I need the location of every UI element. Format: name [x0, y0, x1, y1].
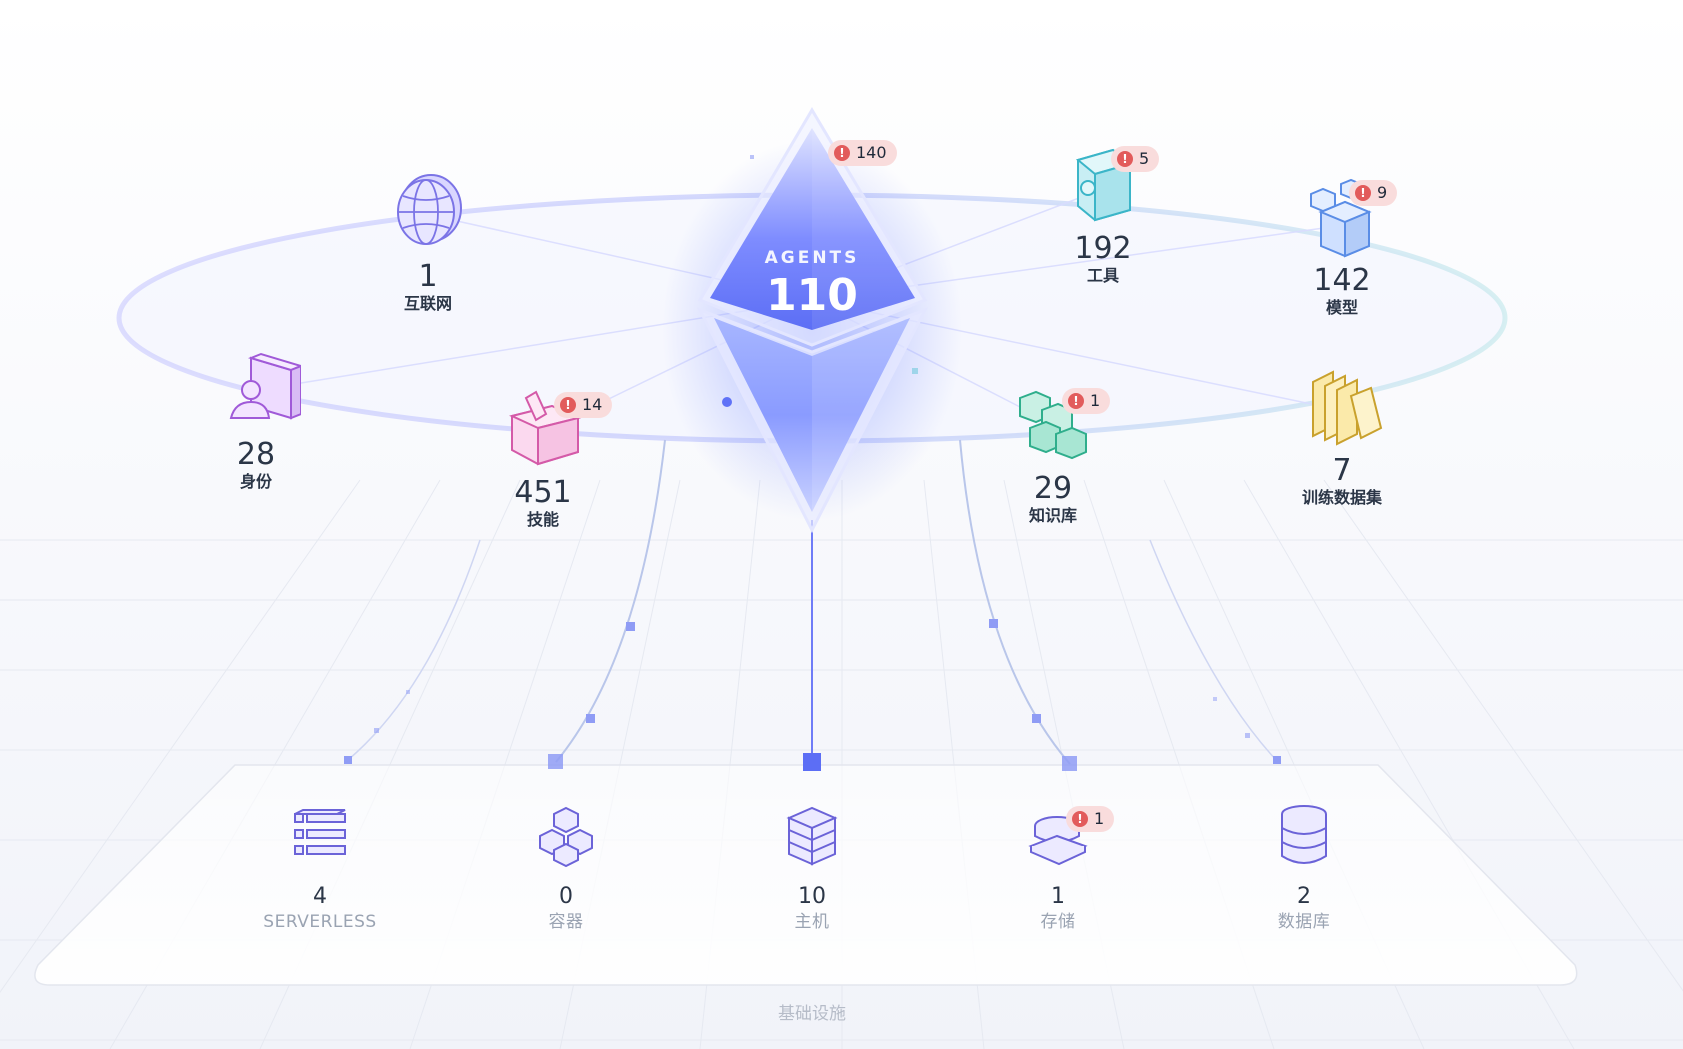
- resource-count: 1: [418, 259, 438, 294]
- skills-alert-badge[interactable]: ! 14: [554, 392, 613, 418]
- infra-count: 2: [1297, 884, 1311, 909]
- resource-count: 29: [1033, 471, 1073, 506]
- infra-container[interactable]: 0 容器: [476, 800, 656, 934]
- resource-label: 身份: [239, 472, 272, 491]
- resource-label: 模型: [1325, 298, 1358, 317]
- resource-knowledge[interactable]: 29 知识库: [973, 380, 1133, 526]
- resource-models[interactable]: 142 模型: [1262, 172, 1422, 318]
- resource-label: 知识库: [1028, 506, 1077, 525]
- resource-tools[interactable]: 192 工具: [1023, 140, 1183, 286]
- resource-label: 互联网: [403, 294, 452, 313]
- container-hex-icon: [531, 800, 601, 870]
- agents-title: AGENTS: [764, 248, 860, 268]
- infra-label: 容器: [548, 912, 584, 932]
- resource-identity[interactable]: 28 身份: [176, 346, 336, 492]
- alert-icon: !: [1068, 393, 1084, 409]
- infra-count: 1: [1051, 884, 1065, 909]
- alert-icon: !: [1117, 151, 1133, 167]
- resource-label: 技能: [526, 510, 559, 529]
- storage-alert-count: 1: [1094, 809, 1105, 828]
- infra-label: 主机: [794, 912, 830, 932]
- infra-label: 数据库: [1277, 912, 1331, 932]
- tools-alert-badge[interactable]: ! 5: [1111, 146, 1160, 172]
- skills-alert-count: 14: [582, 395, 603, 414]
- resource-count: 192: [1074, 231, 1132, 266]
- alert-icon: !: [560, 397, 576, 413]
- models-alert-count: 9: [1377, 183, 1388, 202]
- infra-count: 0: [559, 884, 573, 909]
- server-stack-icon: [777, 800, 847, 870]
- infra-count: 4: [313, 884, 327, 909]
- globe-icon: [383, 168, 473, 258]
- infra-host[interactable]: 10 主机: [722, 800, 902, 934]
- resource-count: 28: [236, 437, 276, 472]
- knowledge-alert-count: 1: [1090, 391, 1101, 410]
- infrastructure-platform: [34, 764, 1578, 986]
- infra-label: 存储: [1040, 912, 1076, 932]
- resource-label: 工具: [1086, 266, 1119, 285]
- books-icon: [1297, 362, 1387, 452]
- models-alert-badge[interactable]: ! 9: [1349, 180, 1398, 206]
- resource-count: 451: [514, 475, 572, 510]
- toolbox-icon: [498, 384, 588, 474]
- knowledge-alert-badge[interactable]: ! 1: [1062, 388, 1111, 414]
- resource-label: 训练数据集: [1301, 488, 1382, 507]
- resource-datasets[interactable]: 7 训练数据集: [1262, 362, 1422, 508]
- infra-label: SERVERLESS: [263, 912, 377, 932]
- storage-disk-icon: [1023, 800, 1093, 870]
- tools-alert-count: 5: [1139, 149, 1150, 168]
- database-icon: [1269, 800, 1339, 870]
- alert-icon: !: [1355, 185, 1371, 201]
- agents-crystal: [696, 107, 929, 534]
- agents-alert-badge[interactable]: ! 140: [828, 140, 897, 166]
- agents-count[interactable]: 110: [766, 270, 858, 321]
- alert-icon: !: [834, 145, 850, 161]
- blocks-icon: [1008, 380, 1098, 470]
- resource-count: 142: [1313, 263, 1371, 298]
- storage-alert-badge[interactable]: ! 1: [1066, 806, 1115, 832]
- infrastructure-title: 基础设施: [778, 1004, 846, 1024]
- infra-connections: [347, 439, 1279, 765]
- cubes-icon: [1297, 172, 1387, 262]
- resource-skills[interactable]: 451 技能: [463, 384, 623, 530]
- serverless-list-icon: [285, 800, 355, 870]
- resource-count: 7: [1332, 453, 1352, 488]
- infra-database[interactable]: 2 数据库: [1214, 800, 1394, 934]
- agents-alert-count: 140: [856, 143, 887, 162]
- infra-serverless[interactable]: 4 SERVERLESS: [230, 800, 410, 934]
- resource-internet[interactable]: 1 互联网: [348, 168, 508, 314]
- infra-storage[interactable]: 1 存储: [968, 800, 1148, 934]
- alert-icon: !: [1072, 811, 1088, 827]
- infra-count: 10: [798, 884, 826, 909]
- user-card-icon: [211, 346, 305, 436]
